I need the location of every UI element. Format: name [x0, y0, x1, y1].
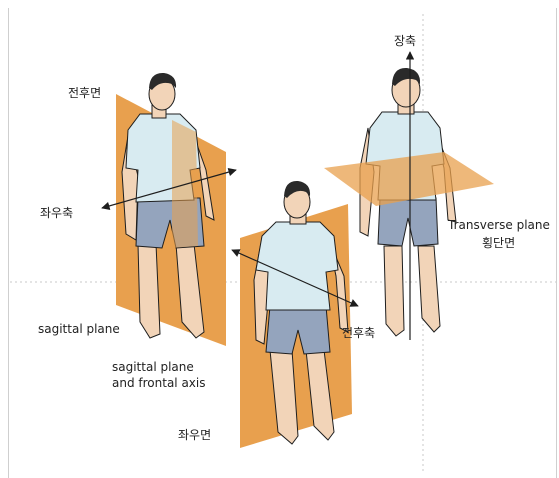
label-sagittal-frontal-axis-line2: and frontal axis [112, 376, 205, 391]
figure-sagittal [102, 73, 236, 346]
label-frontal-plane: 좌우면 [178, 428, 211, 443]
label-longitudinal-axis: 장축 [394, 34, 416, 49]
figure-3-shorts [378, 198, 438, 246]
label-sagittal-plane-en: sagittal plane [38, 322, 120, 337]
figure-frontal [232, 181, 358, 448]
transverse-plane-shape [324, 152, 494, 206]
label-sagittal-plane-ko: 전후면 [68, 86, 101, 101]
label-lateral-axis: 좌우축 [40, 206, 73, 221]
label-anteroposterior-axis: 전후축 [342, 326, 375, 341]
label-transverse-plane-ko: 횡단면 [482, 236, 515, 251]
label-sagittal-frontal-axis-line1: sagittal plane [112, 360, 194, 375]
figure-3-legs [384, 246, 440, 336]
label-transverse-plane-en: Transverse plane [448, 218, 550, 233]
